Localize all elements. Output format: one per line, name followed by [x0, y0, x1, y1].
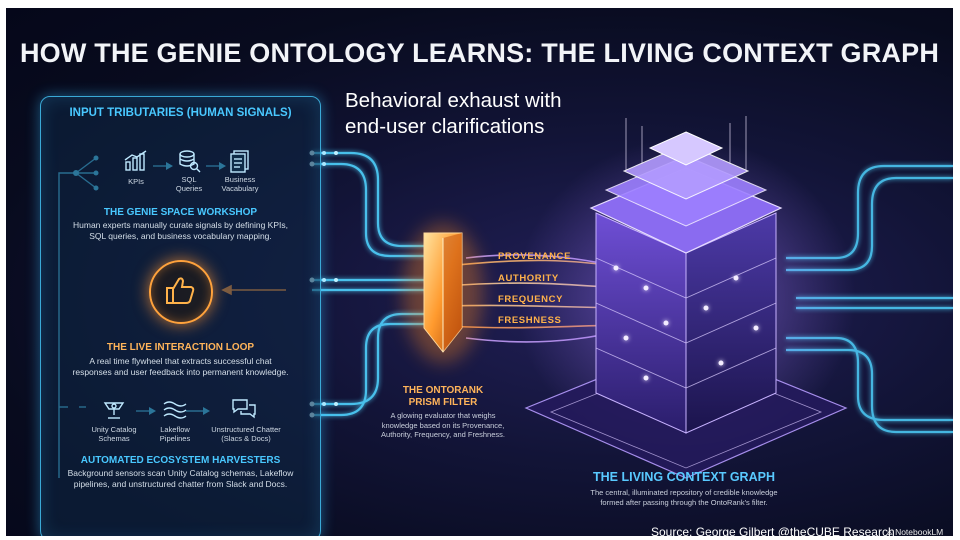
sql-label-line1: SQL: [181, 175, 197, 184]
tag-freshness: FRESHNESS: [498, 315, 562, 326]
workshop-description: Human experts manually curate signals by…: [41, 220, 320, 242]
chat-bubbles-icon: [232, 399, 256, 419]
workshop-desc-line1: Human experts manually curate signals by…: [73, 220, 288, 230]
prism-title-line2: PRISM FILTER: [408, 397, 478, 408]
lakeflow-label-line2: Pipelines: [159, 434, 191, 443]
sql-queries-item: [177, 149, 201, 178]
vocab-label-line2: Vacabulary: [221, 184, 259, 193]
unstructured-chatter-label: Unstructured Chatter (Slacs & Docs): [196, 425, 296, 443]
unity-label-line1: Unity Catalog: [91, 425, 137, 434]
vocab-label-line1: Business: [224, 175, 256, 184]
graph-description: The central, illuminated repository of c…: [554, 488, 814, 507]
unstructured-chatter-item: [231, 398, 257, 425]
annotation-overlay-text: Behavioral exhaust with end-user clarifi…: [345, 88, 645, 140]
page-title: HOW THE GENIE ONTOLOGY LEARNS: THE LIVIN…: [19, 38, 940, 68]
tag-authority: AUTHORITY: [498, 273, 559, 284]
loop-description: A real time flywheel that extracts succe…: [41, 356, 320, 378]
sql-label-line2: Queries: [175, 184, 203, 193]
input-streams-left: [312, 151, 426, 417]
lakeflow-item: [163, 400, 187, 425]
notebooklm-label: NotebookLM: [895, 527, 944, 536]
sql-queries-label: SQL Queries: [154, 175, 224, 193]
context-graph-cube: [516, 116, 856, 479]
prism-title: THE ONTORANK PRISM FILTER: [368, 385, 518, 409]
workshop-desc-line2: SQL queries, and business vocabulary map…: [89, 231, 272, 241]
prism-description: A glowing evaluator that weighs knowledg…: [363, 411, 523, 440]
database-search-icon: [179, 150, 201, 173]
harvesters-desc-line1: Background sensors scan Unity Catalog sc…: [67, 468, 294, 478]
lakeflow-label: Lakeflow Pipelines: [140, 425, 210, 443]
prism-desc-line2: knowledge based on its Provenance,: [381, 420, 505, 430]
prism-filter-graphic: [403, 223, 483, 363]
loop-icon-ring: [149, 260, 213, 324]
loop-desc-line1: A real time flywheel that extracts succe…: [89, 356, 272, 366]
overlay-line-2: end-user clarifications: [345, 115, 545, 138]
unity-label-line2: Schemas: [98, 434, 130, 443]
tag-frequency: FREQUENCY: [498, 294, 564, 305]
harvesters-title: AUTOMATED ECOSYSTEM HARVESTERS: [80, 455, 281, 466]
input-tributaries-panel: INPUT TRIBUTARIES (HUMAN SIGNALS) KPIs S…: [40, 96, 321, 536]
loop-title: THE LIVE INTERACTION LOOP: [106, 342, 255, 353]
graph-desc-line1: The central, illuminated repository of c…: [590, 488, 778, 497]
business-vocabulary-item: [229, 149, 251, 178]
notebooklm-watermark: ⩕ NotebookLM: [886, 527, 943, 536]
bar-chart-icon: [124, 150, 147, 171]
kpis-item: [123, 150, 149, 177]
kpis-label: KPIs: [128, 177, 144, 186]
workshop-title: THE GENIE SPACE WORKSHOP: [103, 207, 258, 218]
harvesters-description: Background sensors scan Unity Catalog sc…: [41, 468, 320, 490]
prism-title-line1: THE ONTORANK: [402, 385, 484, 396]
thumbs-up-icon: [166, 277, 195, 304]
notebooklm-logo-icon: ⩕: [886, 527, 896, 536]
harvesters-desc-line2: pipelines, and unstructured chatter from…: [73, 479, 288, 489]
camera-icon: [103, 402, 125, 419]
waves-icon: [163, 401, 187, 419]
unity-catalog-label: Unity Catalog Schemas: [79, 425, 149, 443]
loop-desc-line2: responses and user feedback into permane…: [72, 367, 289, 377]
prism-desc-line1: A glowing evaluator that weighs: [390, 411, 496, 420]
unity-catalog-item: [103, 399, 125, 426]
graph-title: THE LIVING CONTEXT GRAPH: [593, 470, 775, 484]
tag-provenance: PROVENANCE: [498, 251, 572, 262]
graph-desc-line2: formed after passing through the OntoRan…: [600, 497, 768, 507]
prism-desc-line3: Authority, Frequency, and Freshness.: [381, 430, 505, 439]
infographic-canvas: HOW THE GENIE ONTOLOGY LEARNS: THE LIVIN…: [6, 8, 953, 536]
lakeflow-label-line1: Lakeflow: [160, 425, 190, 434]
overlay-line-1: Behavioral exhaust with: [345, 89, 562, 112]
panel-title: INPUT TRIBUTARIES (HUMAN SIGNALS): [69, 107, 292, 119]
chatter-label-line2: (Slacs & Docs): [221, 434, 271, 443]
chatter-label-line1: Unstructured Chatter: [211, 425, 281, 434]
business-vocabulary-label: Business Vacabulary: [205, 175, 275, 193]
document-icon: [230, 150, 249, 173]
diagram-graphics: [58, 116, 953, 479]
source-credit: Source: George Gilbert @theCUBE Research: [651, 525, 895, 536]
